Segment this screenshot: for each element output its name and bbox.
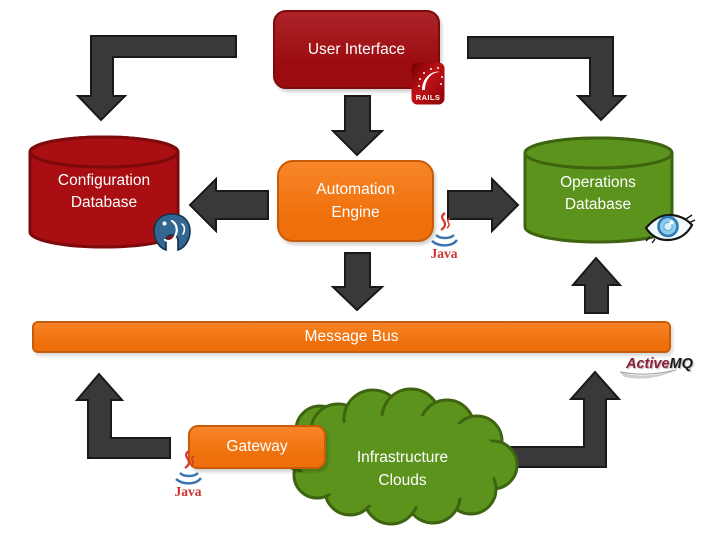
- message-bus-label: Message Bus: [304, 328, 399, 345]
- rails-icon: RAILS: [411, 62, 445, 110]
- java-icon: Java: [171, 450, 205, 500]
- automation-engine-box: Automation Engine: [277, 160, 434, 242]
- arrow-message-bus-to-ops-db: [570, 256, 623, 314]
- user-interface-label: User Interface: [307, 40, 406, 58]
- java-coffee-icon-graphic: [431, 212, 459, 247]
- user-interface-box: User Interface: [273, 10, 440, 89]
- message-bus-bar: Message Bus: [32, 321, 671, 353]
- eye-icon-graphic: [644, 213, 696, 244]
- activemq-label-mq: MQ: [669, 356, 693, 372]
- activemq-icon: ActiveMQ: [618, 350, 718, 384]
- eye-icon: [643, 211, 696, 250]
- activemq-label: ActiveMQ: [626, 356, 693, 372]
- activemq-feather-graphic: [619, 369, 677, 379]
- arrow-engine-to-config-db: [188, 176, 269, 234]
- arrow-clouds-to-message-bus: [509, 370, 622, 468]
- arrow-ui-to-automation-engine: [330, 95, 385, 157]
- java-label: Java: [174, 484, 202, 499]
- gateway-box: Gateway: [188, 425, 326, 469]
- gateway-label: Gateway: [226, 438, 288, 455]
- arrow-engine-to-ops-db: [447, 176, 520, 234]
- arrow-gateway-to-message-bus: [74, 372, 171, 459]
- postgresql-elephant-icon: [149, 212, 195, 257]
- operations-database-cylinder: [523, 136, 674, 244]
- arrow-ui-to-config-db: [75, 35, 237, 122]
- infrastructure-clouds-shape: [279, 387, 519, 526]
- postgresql-icon-graphic: [153, 213, 191, 252]
- automation-engine-label: Automation Engine: [316, 181, 395, 221]
- arrow-ui-to-ops-db: [467, 36, 628, 122]
- java-icon: Java: [427, 212, 461, 262]
- arrow-engine-to-message-bus: [330, 252, 385, 312]
- java-label: Java: [430, 246, 458, 261]
- java-coffee-icon-graphic: [175, 450, 203, 485]
- activemq-label-active: Active: [626, 356, 670, 372]
- rails-icon-graphic: [411, 62, 445, 105]
- rails-label: RAILS: [415, 93, 441, 102]
